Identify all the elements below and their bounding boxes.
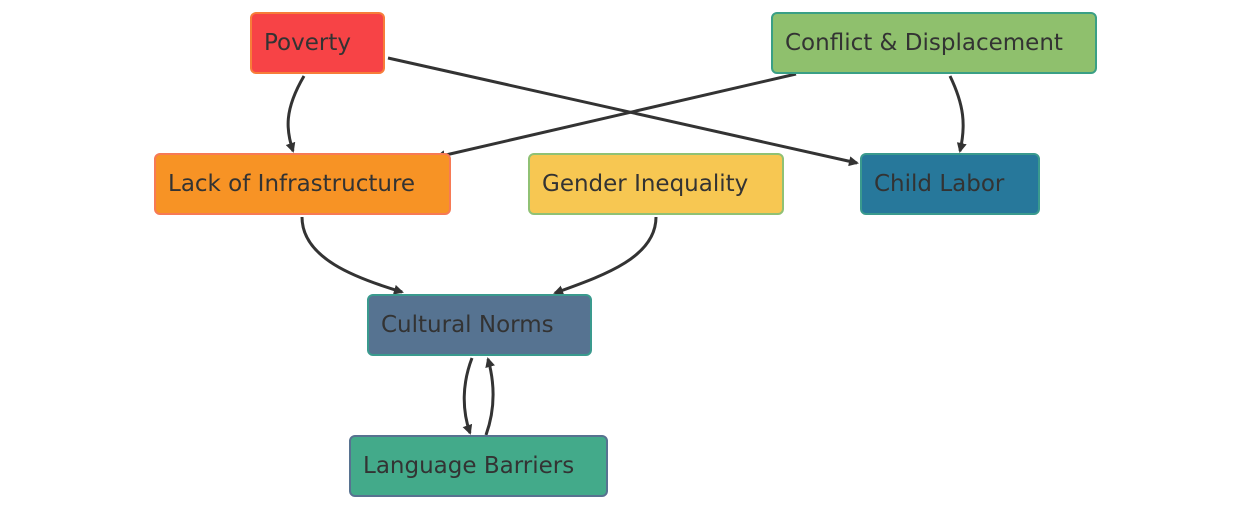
node-poverty[interactable]: Poverty (250, 12, 385, 74)
edge-poverty-to-lack-of-infrastructure (285, 75, 306, 153)
edge-lack-of-infrastructure-to-cultural-norms (300, 216, 404, 295)
edge-language-barriers-to-cultural-norms (484, 357, 495, 436)
edge-poverty-to-child-labor (387, 56, 859, 167)
node-conflict-displacement[interactable]: Conflict & Displacement (771, 12, 1097, 74)
node-gender-inequality[interactable]: Gender Inequality (528, 153, 784, 215)
edge-conflict-to-lack-of-infrastructure (435, 72, 797, 161)
node-cultural-norms[interactable]: Cultural Norms (367, 294, 592, 356)
node-child-labor[interactable]: Child Labor (860, 153, 1040, 215)
edge-conflict-to-child-labor (948, 75, 967, 153)
node-language-barriers[interactable]: Language Barriers (349, 435, 608, 497)
edge-cultural-norms-to-language-barriers (462, 357, 474, 435)
edge-gender-inequality-to-cultural-norms (553, 216, 658, 295)
node-lack-of-infrastructure[interactable]: Lack of Infrastructure (154, 153, 451, 215)
